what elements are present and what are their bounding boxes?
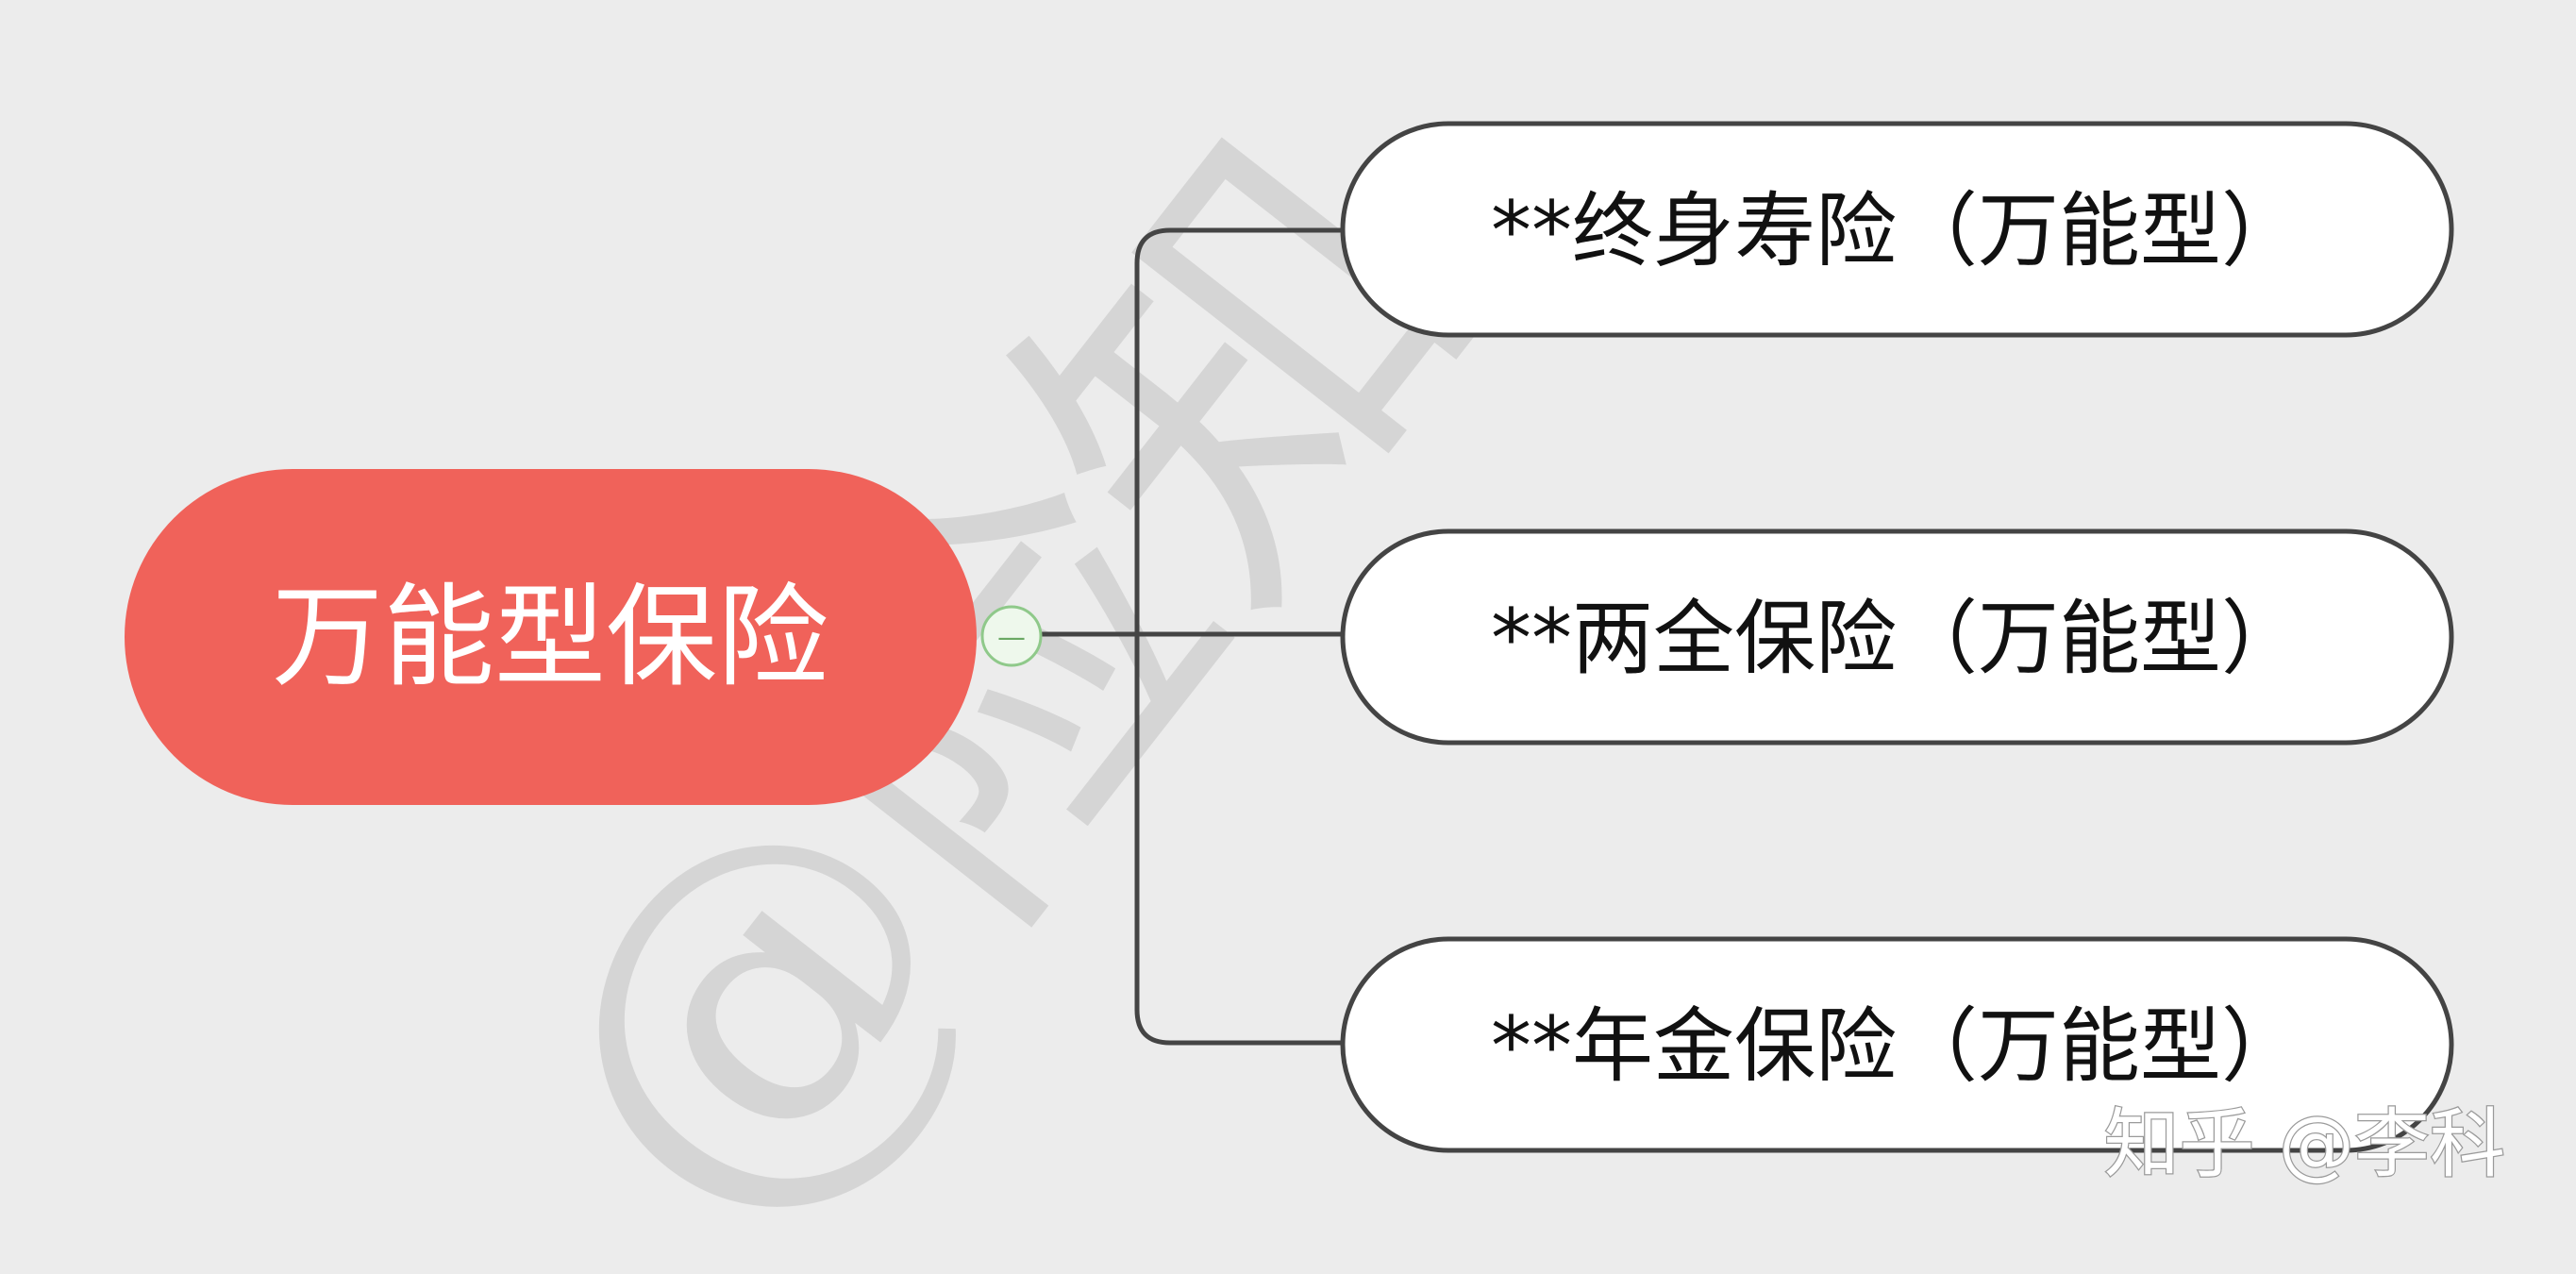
watermark-credit: 知乎 @李科 xyxy=(2104,1100,2505,1188)
child-node-label: **年金保险（万能型） xyxy=(1491,999,2302,1094)
root-node-shape xyxy=(125,469,977,805)
child-node-shape xyxy=(1340,936,2454,1153)
child-node-shape xyxy=(1340,121,2454,338)
child-node[interactable]: **年金保险（万能型） xyxy=(1340,936,2454,1153)
child-node-shape xyxy=(1340,528,2454,746)
child-node-label: **终身寿险（万能型） xyxy=(1491,184,2302,278)
child-node-label: **两全保险（万能型） xyxy=(1491,592,2302,686)
child-node[interactable]: **两全保险（万能型） xyxy=(1340,528,2454,746)
collapse-toggle-circle xyxy=(980,605,1043,667)
collapse-icon: — xyxy=(997,622,1026,655)
collapse-toggle[interactable]: — xyxy=(980,605,1043,667)
root-node-label: 万能型保险 xyxy=(272,572,828,702)
child-node[interactable]: **终身寿险（万能型） xyxy=(1340,121,2454,338)
connector-bracket xyxy=(1134,227,1345,1046)
root-node[interactable]: 万能型保险 xyxy=(125,469,977,805)
